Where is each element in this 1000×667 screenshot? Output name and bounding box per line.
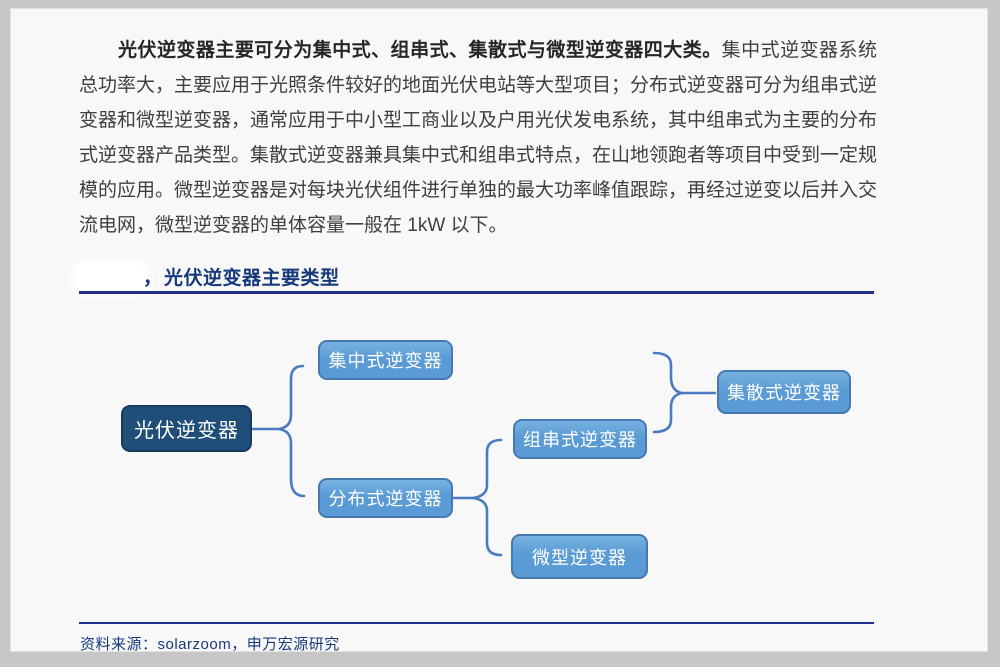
figure-title: 光伏逆变器主要类型 [164,268,340,289]
heading-underline [79,291,874,294]
diagram-connectors [251,351,717,557]
diagram-node-micro-inverter: 微型逆变器 [511,534,648,579]
figure-number-remnant: ， [143,268,163,289]
intro-paragraph: 光伏逆变器主要可分为集中式、组串式、集散式与微型逆变器四大类。集中式逆变器系统总… [79,33,877,243]
data-source-line: 资料来源：solarzoom，申万宏源研究 [80,636,340,653]
diagram-node-string-inverter: 组串式逆变器 [513,419,647,459]
diagram-node-distributed-inverter: 分布式逆变器 [318,478,453,518]
diagram-node-centralized-inverter: 集中式逆变器 [318,340,453,380]
figure-bottom-rule [79,622,874,624]
figure-heading: ，光伏逆变器主要类型 [79,263,340,293]
diagram-node-pv-inverter: 光伏逆变器 [121,405,252,452]
paragraph-body-text: 集中式逆变器系统总功率大，主要应用于光照条件较好的地面光伏电站等大型项目；分布式… [79,40,878,236]
obscured-figure-number-patch [79,266,143,290]
diagram-node-central-string-hybrid-inverter: 集散式逆变器 [717,370,851,414]
report-page: 光伏逆变器主要可分为集中式、组串式、集散式与微型逆变器四大类。集中式逆变器系统总… [10,8,989,653]
connector-distributed-brace [472,438,503,557]
inverter-type-diagram: 光伏逆变器 集中式逆变器 分布式逆变器 组串式逆变器 微型逆变器 集散式逆变器 [11,301,989,631]
connector-merge-brace [652,351,683,434]
connector-root-brace [278,364,306,498]
paragraph-lead-bold: 光伏逆变器主要可分为集中式、组串式、集散式与微型逆变器四大类。 [118,40,722,61]
